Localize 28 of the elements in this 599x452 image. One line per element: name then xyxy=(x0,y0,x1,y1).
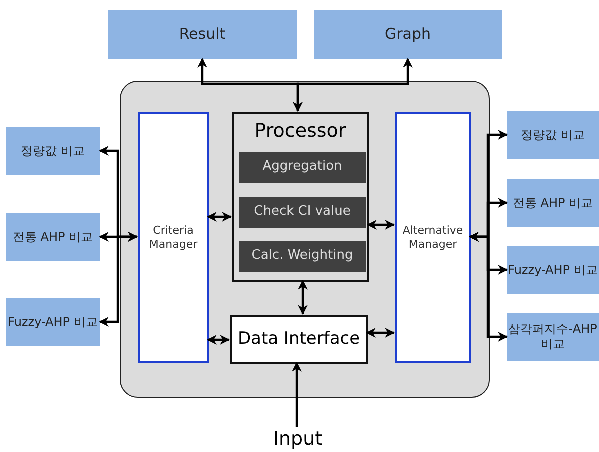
comparison-box: 정량값 비교 xyxy=(507,111,599,159)
arrow xyxy=(207,212,232,222)
arrow xyxy=(99,232,138,327)
interface-box: Data Interface xyxy=(230,315,368,364)
arrow xyxy=(298,280,308,315)
comparison-box: 전통 AHP 비교 xyxy=(6,213,100,261)
comparison-box: 삼각퍼지수-AHP 비교 xyxy=(507,313,599,361)
output-box: Graph xyxy=(314,10,502,59)
manager-box: Criteria Manager xyxy=(138,112,209,363)
manager-box: Alternative Manager xyxy=(395,112,471,363)
arrow xyxy=(292,362,302,427)
comparison-box: Fuzzy-AHP 비교 xyxy=(6,298,100,346)
box-title: Processor xyxy=(254,120,348,142)
arrow xyxy=(469,232,508,342)
function-box: Check CI value xyxy=(239,197,366,228)
system-panel xyxy=(120,81,490,398)
processor-box xyxy=(232,112,369,282)
comparison-box: 전통 AHP 비교 xyxy=(507,179,599,227)
function-box: Aggregation xyxy=(239,152,366,183)
output-box: Result xyxy=(108,10,297,59)
comparison-box: 정량값 비교 xyxy=(6,127,100,175)
function-box: Calc. Weighting xyxy=(239,241,366,272)
arrow xyxy=(367,220,395,230)
input-label: Input xyxy=(258,427,338,452)
arrow xyxy=(293,58,413,112)
comparison-box: Fuzzy-AHP 비교 xyxy=(507,246,599,294)
arrow xyxy=(366,328,395,338)
arrow xyxy=(207,335,230,345)
